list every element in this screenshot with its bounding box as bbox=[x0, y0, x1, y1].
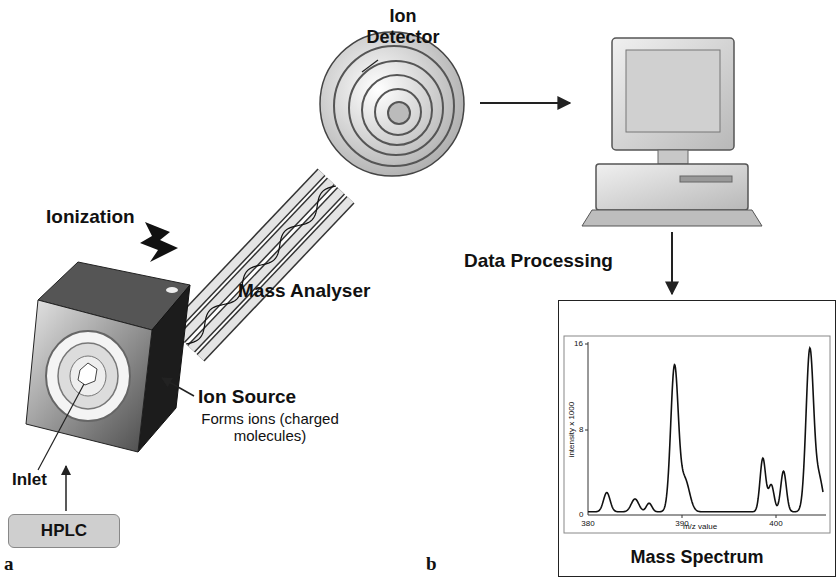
rod bbox=[201, 200, 351, 358]
component-label: Inlet bbox=[12, 470, 47, 490]
panel-letter: b bbox=[426, 553, 437, 575]
ion-source-cube bbox=[26, 222, 190, 452]
rod-face bbox=[191, 191, 341, 349]
ion-detector bbox=[320, 32, 464, 176]
tick-label: 380 bbox=[581, 519, 594, 528]
component-label: Ion Detector bbox=[355, 6, 451, 47]
process-box: HPLC bbox=[8, 514, 120, 548]
panel-letter: a bbox=[4, 553, 14, 575]
tick-label: 400 bbox=[769, 519, 782, 528]
rod-face bbox=[201, 200, 351, 358]
node-label: HPLC bbox=[41, 521, 87, 541]
computer bbox=[582, 38, 762, 226]
ion-path bbox=[186, 186, 336, 344]
rod-face bbox=[181, 181, 331, 339]
tick-label: 8 bbox=[579, 425, 583, 434]
tick-label: 16 bbox=[574, 339, 583, 348]
rod bbox=[181, 181, 331, 339]
spectrum-chart bbox=[564, 336, 830, 533]
component-label: Ion Source bbox=[198, 386, 296, 408]
lightning-symbol bbox=[140, 222, 178, 262]
step-label: Data Processing bbox=[464, 250, 613, 272]
tick-label: 0 bbox=[579, 510, 583, 519]
output-panel: Mass Spectrum bbox=[558, 300, 836, 577]
mass-analyser-rods bbox=[171, 172, 350, 358]
component-label: Ionization bbox=[46, 206, 135, 228]
axis-title: intensity x 1000 bbox=[567, 402, 576, 458]
rod bbox=[191, 191, 341, 349]
node-label: Mass Spectrum bbox=[630, 547, 763, 568]
component-label: Mass Analyser bbox=[238, 280, 370, 302]
description: Forms ions (charged molecules) bbox=[190, 410, 350, 445]
axis-title: m/z value bbox=[683, 522, 717, 531]
